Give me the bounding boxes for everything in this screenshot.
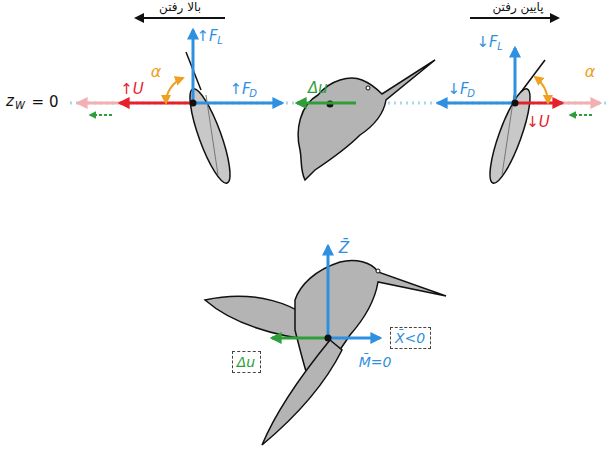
velocity-label: ↓U (526, 115, 550, 130)
velocity-change-box: Δu (232, 351, 261, 373)
subscript: L (217, 36, 223, 46)
velocity-change-arrow (570, 114, 592, 116)
velocity-extension (562, 102, 600, 105)
force-label: ↑F (229, 82, 250, 97)
hummingbird-hovering (205, 260, 446, 445)
subscript: D (249, 89, 257, 99)
force-label: ↑F (196, 29, 217, 44)
lift-arrow (514, 48, 517, 103)
force-label: ↓F (447, 82, 468, 97)
upstroke-direction-arrow (136, 17, 225, 19)
subscript: D (467, 89, 475, 99)
lift-arrow (192, 30, 195, 103)
direction-label: پایین رفتن (492, 1, 543, 13)
direction-label: بالا رفتن (159, 1, 201, 13)
velocity-change-arrow (297, 102, 356, 105)
subscript: L (497, 42, 503, 52)
hummingbird-body (298, 60, 435, 180)
velocity-arrow (515, 102, 562, 105)
box-text: Δu (237, 355, 255, 369)
force-arrow (327, 246, 330, 338)
angle-label: α (151, 64, 162, 80)
velocity-extension (78, 102, 120, 105)
wing-point (512, 100, 519, 107)
velocity-change-arrow (90, 114, 112, 116)
subscript: W (15, 101, 25, 111)
drag-arrow (193, 102, 282, 105)
stroke-plane-line (70, 102, 608, 105)
force-label: Z̄ (339, 241, 349, 256)
downstroke-direction-arrow (470, 17, 558, 19)
body-point (325, 335, 332, 342)
angle-arc (166, 78, 183, 103)
angle-arc (535, 77, 548, 103)
angle-label: α (585, 64, 596, 80)
force-label: ↓F (476, 35, 497, 50)
force-box: X̄<0 (390, 327, 431, 349)
plane-label: = 0 (32, 95, 59, 110)
velocity-change-label: Δu (308, 81, 328, 96)
wing-point (190, 100, 197, 107)
velocity-label: ↑U (120, 82, 144, 97)
moment-label: M̄=0 (359, 355, 392, 369)
upstroke-wing (183, 52, 238, 187)
box-text: X̄<0 (395, 331, 425, 345)
drag-arrow (438, 102, 515, 105)
plane-label: z (6, 94, 14, 109)
force-arrow (328, 337, 380, 340)
velocity-arrow (120, 102, 193, 105)
velocity-change-arrow (272, 337, 328, 340)
